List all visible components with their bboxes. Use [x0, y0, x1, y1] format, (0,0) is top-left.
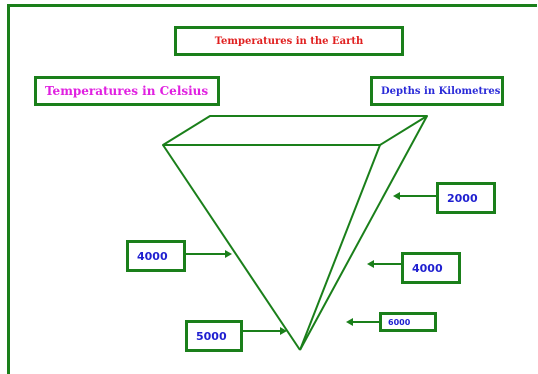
arrowhead-6000 [346, 318, 353, 326]
arrowhead-2000 [393, 192, 400, 200]
pyramid-back-edge [299, 115, 428, 351]
pyramid-top-face [162, 115, 428, 146]
depth-label-2000: 2000 [436, 182, 496, 214]
pyramid-left-edge [162, 144, 301, 351]
pyramid-front-edge [299, 144, 381, 351]
temperature-label-5000: 5000 [185, 320, 243, 352]
arrowhead-4000-left [225, 250, 232, 258]
temperature-heading: Temperatures in Celsius [34, 76, 220, 106]
arrowhead-4000-right [367, 260, 374, 268]
depth-label-4000: 4000 [401, 252, 461, 284]
outer-frame [7, 4, 537, 374]
arrowhead-5000 [280, 327, 287, 335]
diagram-title: Temperatures in the Earth [174, 26, 404, 56]
depth-heading: Depths in Kilometres [370, 76, 504, 106]
depth-label-6000: 6000 [379, 312, 437, 332]
temperature-label-4000: 4000 [126, 240, 186, 272]
